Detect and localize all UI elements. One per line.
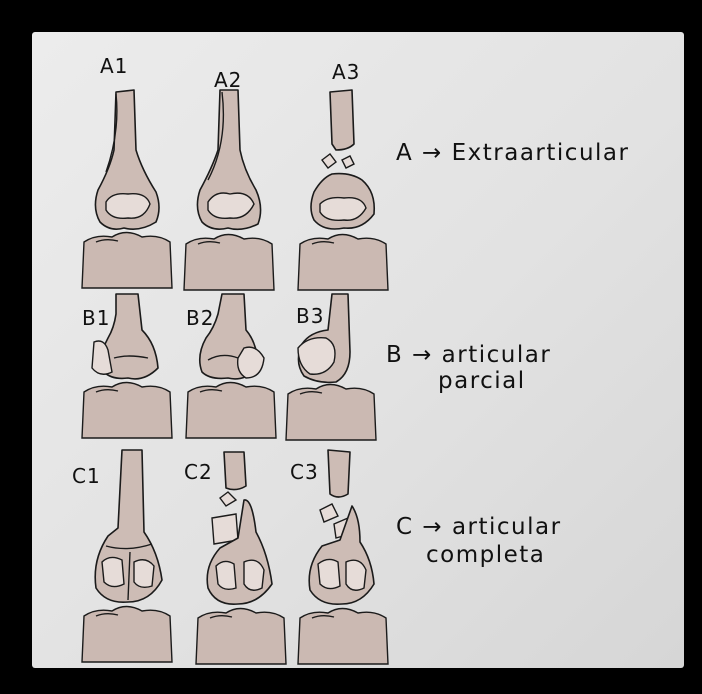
figure-label-c2: C2	[184, 460, 213, 484]
figure-a2	[184, 90, 274, 290]
fracture-diagram	[32, 32, 684, 668]
figure-label-b2: B2	[186, 306, 214, 330]
figure-a1	[82, 90, 172, 288]
legend-a: A → Extraarticular	[396, 140, 629, 167]
legend-c-line1: C → articular	[396, 514, 562, 541]
legend-b-line2: parcial	[438, 368, 526, 395]
figure-label-a1: A1	[100, 54, 128, 78]
figure-label-c3: C3	[290, 460, 319, 484]
figure-label-b1: B1	[82, 306, 110, 330]
figure-label-b3: B3	[296, 304, 324, 328]
figure-label-a2: A2	[214, 68, 242, 92]
figure-label-a3: A3	[332, 60, 360, 84]
legend-b-line1: B → articular	[386, 342, 551, 369]
figure-label-c1: C1	[72, 464, 101, 488]
figure-a3	[298, 90, 388, 290]
legend-c-line2: completa	[426, 542, 545, 569]
